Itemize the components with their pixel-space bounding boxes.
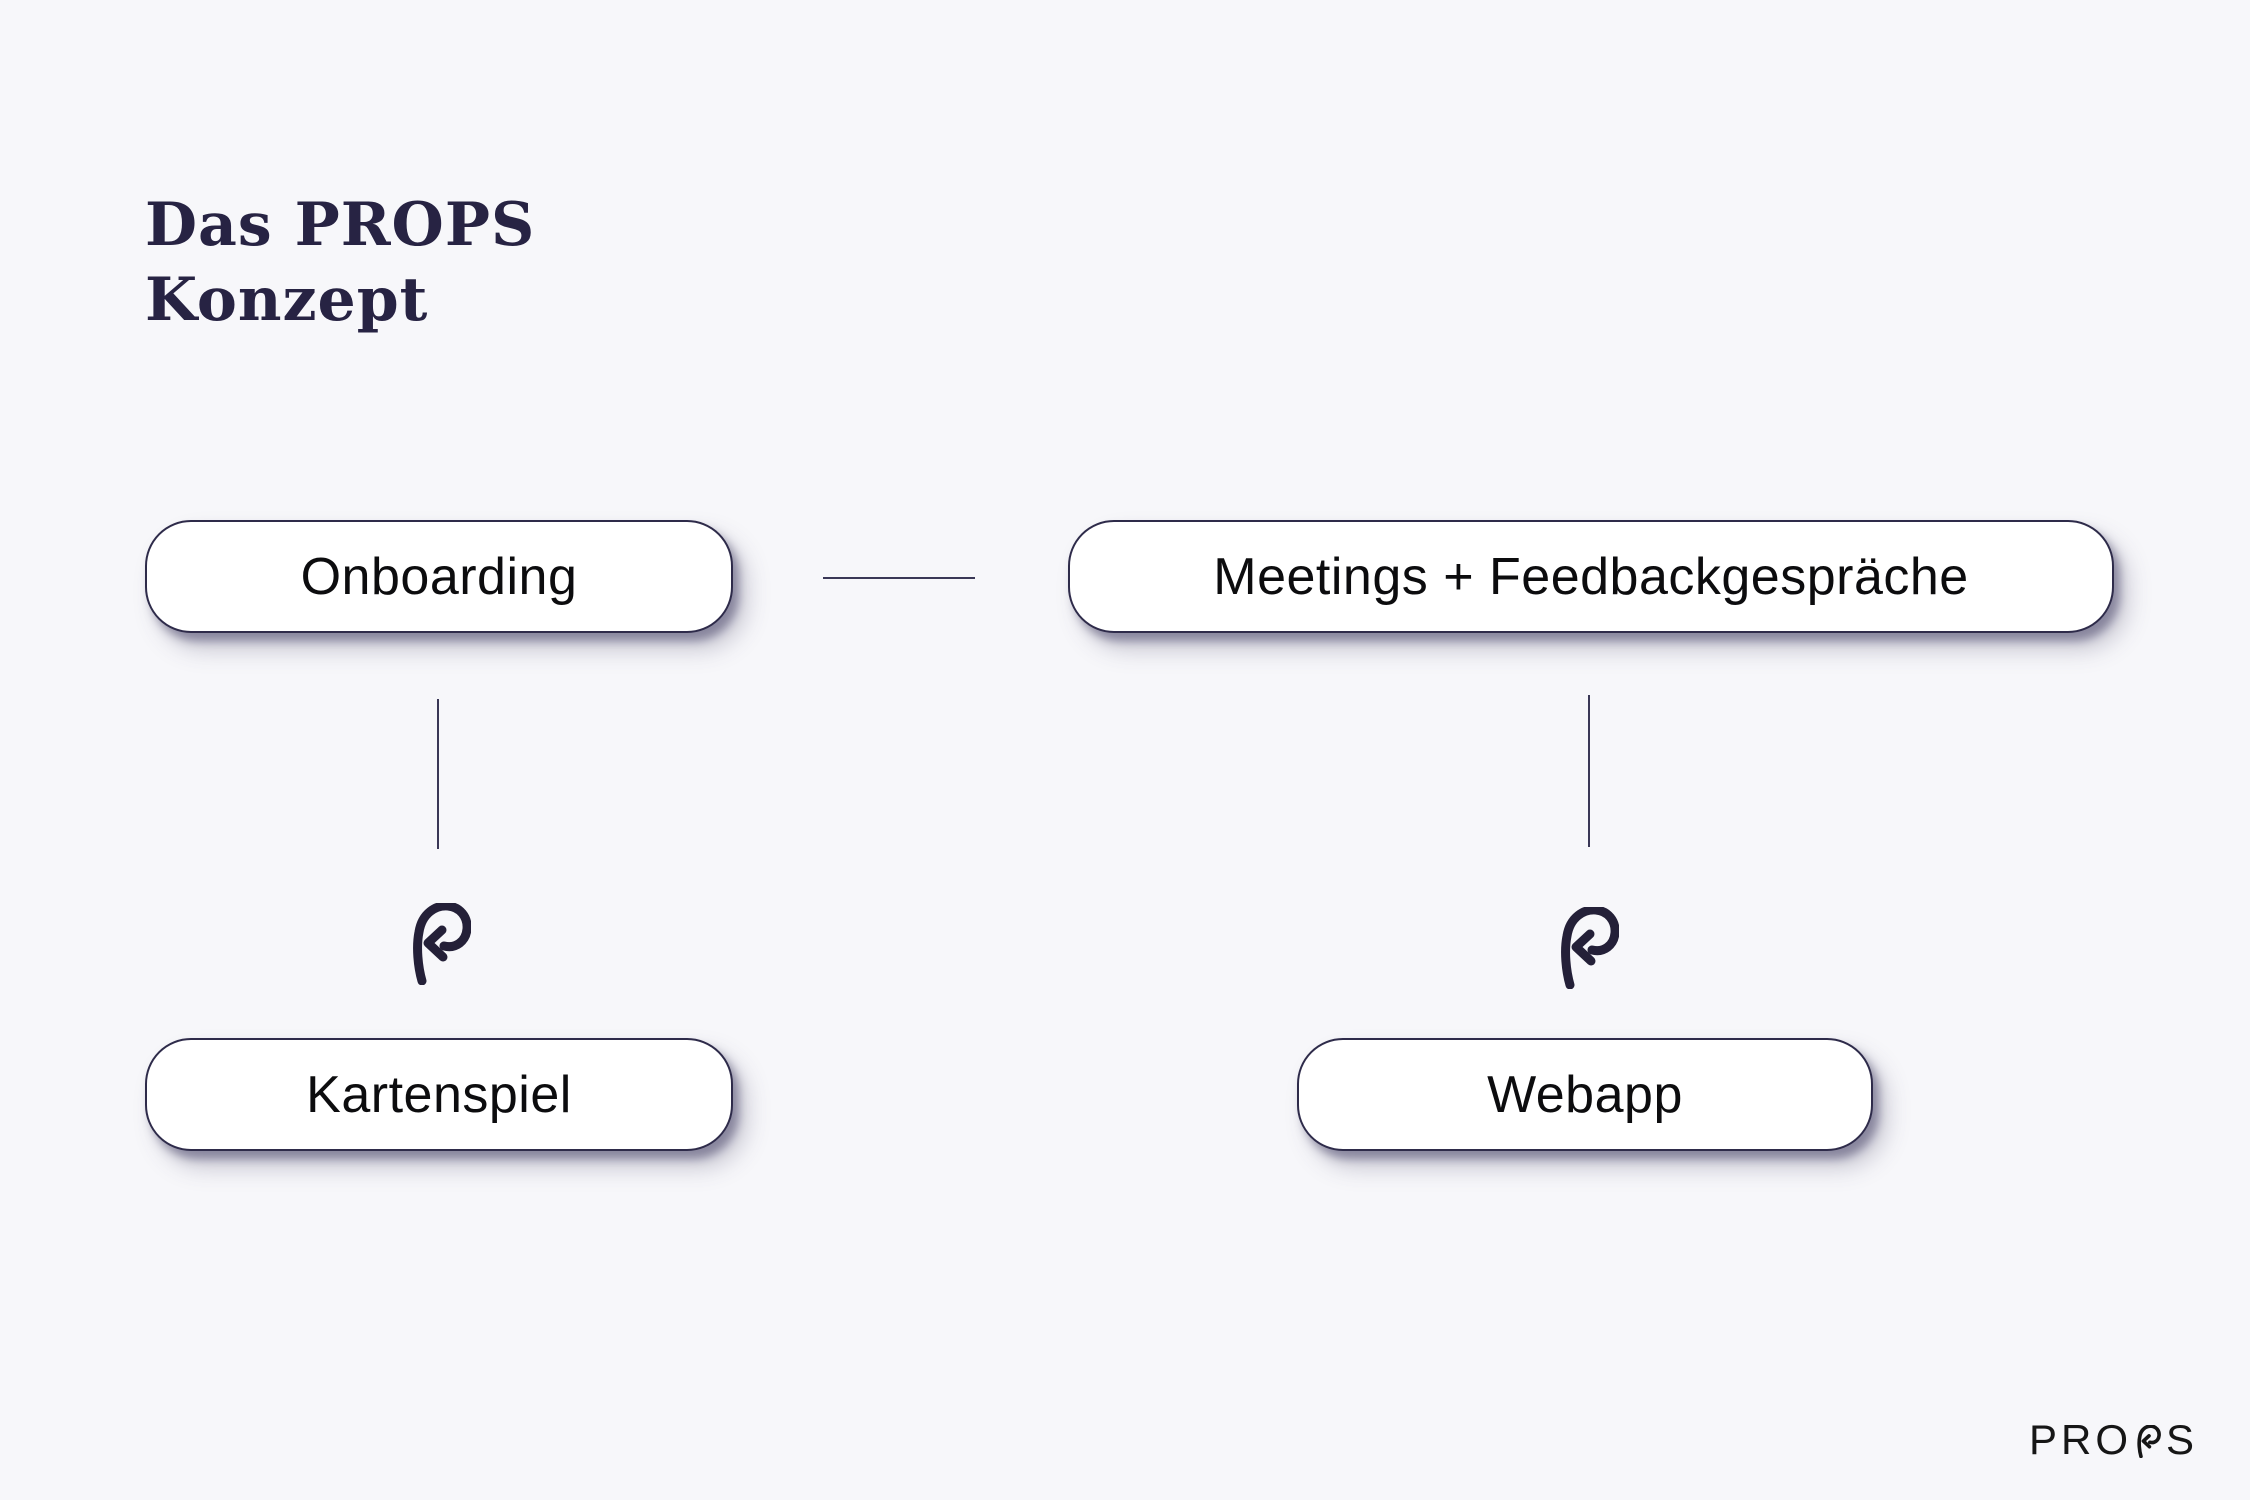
connector-onboarding-meetings <box>823 577 975 579</box>
node-label: Kartenspiel <box>306 1065 572 1124</box>
node-meetings-feedback: Meetings + Feedbackgespräche <box>1068 520 2114 633</box>
node-label: Meetings + Feedbackgespräche <box>1213 547 1969 606</box>
logo-text-pro: PRO <box>2028 1416 2132 1463</box>
props-logo: PRO S <box>2029 1416 2198 1464</box>
connector-meetings-webapp <box>1588 695 1590 847</box>
connector-onboarding-kartenspiel <box>437 699 439 849</box>
page-title-line-1: Das PROPS <box>145 190 536 260</box>
props-arrow-icon <box>1561 907 1619 989</box>
node-onboarding: Onboarding <box>145 520 733 633</box>
props-arrow-icon <box>2137 1424 2161 1458</box>
logo-text-s: S <box>2165 1416 2198 1463</box>
node-label: Webapp <box>1487 1065 1683 1124</box>
node-label: Onboarding <box>300 547 578 606</box>
props-arrow-icon <box>413 903 471 985</box>
page-title: Das PROPS Konzept <box>145 188 535 338</box>
node-kartenspiel: Kartenspiel <box>145 1038 733 1151</box>
node-webapp: Webapp <box>1297 1038 1873 1151</box>
page-title-line-2: Konzept <box>145 265 429 335</box>
